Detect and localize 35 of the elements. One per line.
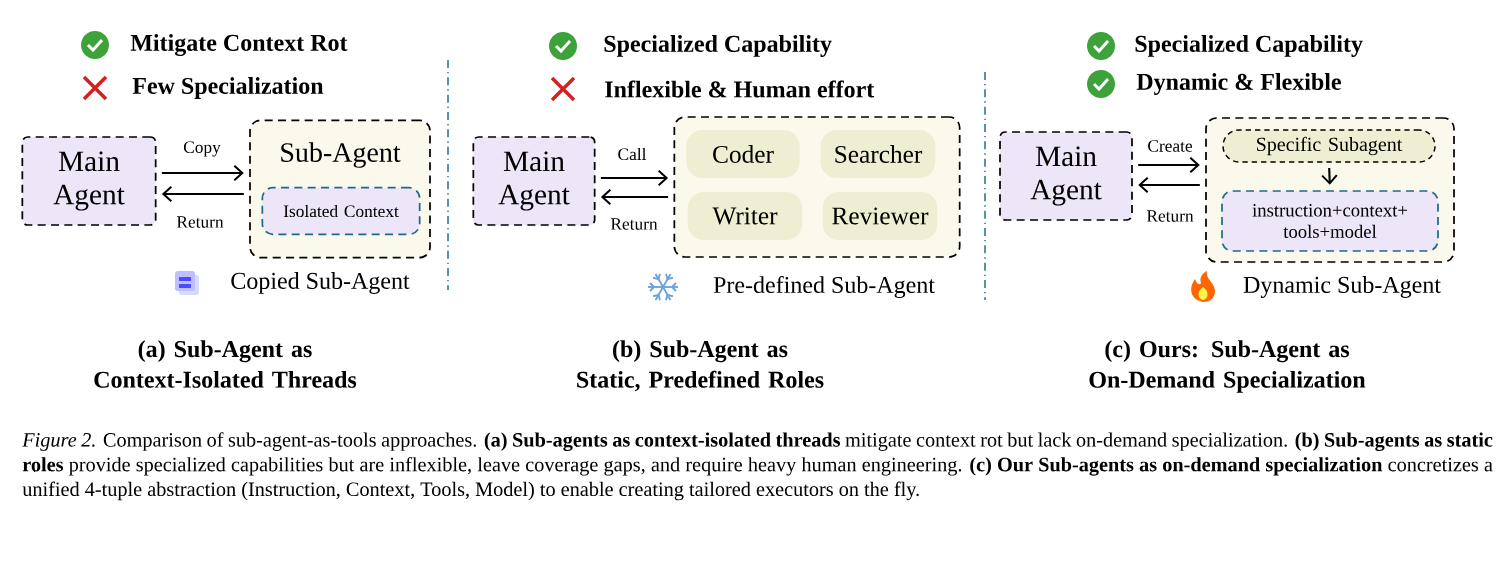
arrow — [1138, 176, 1200, 194]
arrow — [1138, 156, 1200, 174]
edge-label: Call — [618, 147, 647, 161]
edge-label: Copy — [183, 141, 221, 157]
arrow — [600, 169, 669, 187]
figure-caption: Figure 2. Comparison of sub-agent-as-tools approaches. (a) Sub-agents as context-isolated threads mitigate context rot but lack on-demand specialization. (b) Sub-agents as static roles provide specialized capabilities but are inflexible, leave coverage gaps, and require heavy human engineering. (c) Our Sub-agents as on-demand specialization concretizes a unified 4-tuple abstraction (Instruction, Context, Tools, Model) to enable creating tailored executors on the fly. — [22, 432, 1493, 501]
arrow — [161, 164, 244, 182]
agent-box: Main Agent — [999, 131, 1133, 221]
role-pill: Reviewer — [822, 192, 938, 240]
context-box: Isolated Context — [261, 186, 421, 236]
panel-title: (b) Sub-Agent as Static, Predefined Roles — [577, 340, 824, 392]
benefit-text: Specialized Capability — [604, 35, 832, 57]
arrow — [600, 188, 669, 206]
benefit-text: Dynamic & Flexible — [1136, 73, 1341, 95]
agent-box: Main Agent — [472, 136, 596, 226]
panel-title: (c) Ours: Sub-Agent as On-Demand Specialization — [1089, 340, 1366, 393]
benefit-text: Few Specialization — [132, 77, 324, 99]
role-pill: Coder — [686, 130, 800, 178]
subagent-box: Specific Subagent — [1222, 129, 1436, 163]
panel-caption: Pre-defined Sub-Agent — [713, 275, 935, 299]
edge-label: Return — [176, 216, 224, 228]
edge-label: Return — [1146, 210, 1194, 222]
panel-title: (a) Sub-Agent as Context-Isolated Threads — [94, 340, 357, 388]
role-pill: Writer — [687, 192, 803, 240]
role-pill: Searcher — [820, 130, 936, 178]
benefit-text: Mitigate Context Rot — [130, 34, 348, 56]
edge-label: Create — [1148, 140, 1193, 152]
panel-caption: Copied Sub-Agent — [231, 272, 410, 294]
benefit-text: Inflexible & Human effort — [605, 80, 875, 98]
agent-box: Main Agent — [21, 136, 157, 226]
arrow — [161, 185, 244, 203]
edge-label: Return — [610, 218, 658, 230]
panel-caption: Dynamic Sub-Agent — [1243, 276, 1441, 298]
benefit-text: Specialized Capability — [1135, 35, 1363, 57]
tuple-box: instruction+context+ tools+model — [1221, 190, 1439, 252]
